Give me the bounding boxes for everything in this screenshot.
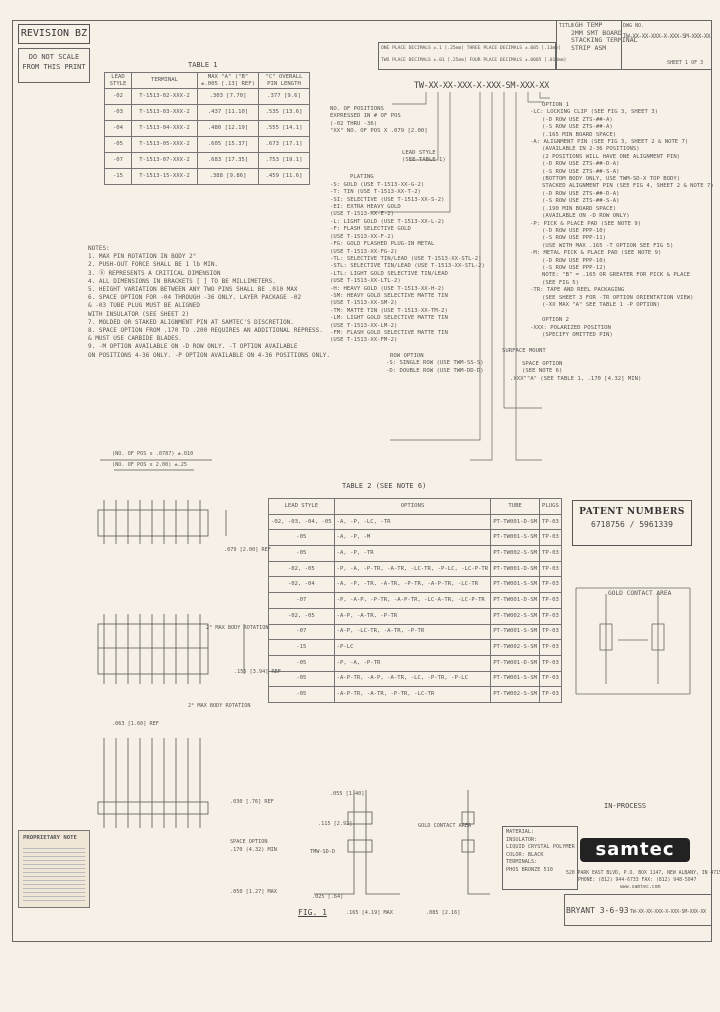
table1-title: TABLE 1 bbox=[188, 61, 218, 69]
part-number: TW-XX-XX-XXX-X-XXX-SM-XXX-XX bbox=[414, 81, 549, 91]
table-row: -07-P, -A-P, -P-TR, -A-P-TR, -LC-A-TR, -… bbox=[268, 592, 562, 609]
title-block: TITLE -GH TEMP 2MM SMT BOARD STACKING TE… bbox=[556, 20, 712, 70]
fig1-drawing bbox=[314, 790, 490, 895]
drawn-by: BRYANT 3-6-93 bbox=[566, 906, 629, 915]
proprietary-note: PROPRIETARY NOTE bbox=[18, 830, 90, 908]
in-process-view bbox=[575, 587, 691, 695]
revision-box: REVISION BZ bbox=[18, 24, 90, 44]
table1: LEAD STYLE TERMINAL MAX "A" ("B" ±.005 [… bbox=[104, 72, 310, 185]
pn-callouts-right: OPTION 1 -LC: LOCKING CLIP (SEE FIG 3, S… bbox=[502, 102, 714, 382]
bottom-dwg-number: TW-XX-XX-XXX-X-XXX-SM-XXX-XX bbox=[630, 909, 706, 915]
notes-block: NOTES:1. MAX PIN ROTATION IN BODY 2°2. P… bbox=[88, 245, 331, 359]
drawing-sheet bbox=[12, 20, 712, 942]
patent-box: PATENT NUMBERS 6718756 / 5961339 bbox=[572, 500, 692, 546]
do-not-scale-box: DO NOT SCALE FROM THIS PRINT bbox=[18, 48, 90, 83]
connector-drawings bbox=[97, 459, 245, 828]
table-row: -02, -04-A, -P, -TR, -A-TR, -P-TR, -A-P-… bbox=[268, 576, 562, 594]
callout-leader-lines bbox=[370, 92, 550, 461]
material-block: MATERIAL:INSULATOR:LIQUID CRYSTAL POLYME… bbox=[502, 826, 578, 890]
in-process-label: IN-PROCESS bbox=[604, 802, 647, 810]
table2-title: TABLE 2 (SEE NOTE 6) bbox=[342, 482, 427, 490]
samtec-logo: samtec bbox=[580, 838, 690, 862]
table-row: -02, -05-P, -A, -P-TR, -A-TR, -LC-TR, -P… bbox=[268, 560, 562, 578]
tolerance-block: ONE PLACE DECIMALS ±.1 [.25mm] THREE PLA… bbox=[378, 42, 566, 70]
table-row: -05-A-P-TR, -A-P, -A-TR, -LC, -P-TR, -P-… bbox=[268, 670, 562, 688]
dwg-number: TW-XX-XX-XXX-X-XXX-SM-XXX-XX bbox=[623, 33, 711, 40]
bottom-title-row bbox=[564, 894, 712, 926]
fig1-label: FIG. 1 bbox=[298, 908, 327, 917]
